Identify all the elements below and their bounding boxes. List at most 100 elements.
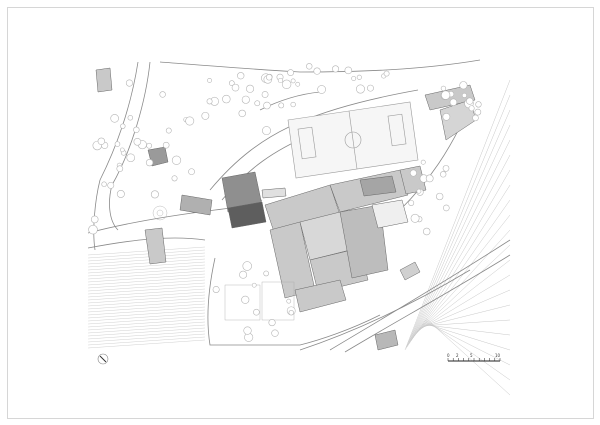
tree bbox=[472, 114, 479, 122]
tree bbox=[101, 181, 107, 187]
tree bbox=[420, 159, 426, 165]
tree bbox=[261, 91, 269, 98]
hatch-line bbox=[406, 109, 511, 348]
tree bbox=[126, 153, 136, 163]
tree bbox=[165, 127, 172, 134]
tree bbox=[239, 270, 248, 279]
tree bbox=[295, 81, 301, 87]
tree bbox=[116, 189, 125, 198]
tree bbox=[408, 199, 415, 206]
hatch-line bbox=[87, 249, 206, 259]
hatch-line bbox=[414, 229, 511, 336]
hatch-line bbox=[417, 274, 511, 331]
hatch-line bbox=[87, 255, 206, 265]
buildings bbox=[95, 67, 477, 351]
hatch-line bbox=[415, 244, 511, 334]
tree bbox=[416, 188, 422, 194]
north-arrow bbox=[97, 353, 109, 365]
hatch-line bbox=[404, 79, 511, 351]
tree bbox=[206, 98, 213, 105]
hatch-line bbox=[410, 169, 511, 342]
tree bbox=[133, 137, 142, 146]
tree bbox=[241, 95, 250, 104]
tree bbox=[243, 326, 252, 335]
tree bbox=[241, 295, 250, 304]
hatch-line bbox=[411, 184, 511, 340]
tree bbox=[332, 65, 340, 73]
tree bbox=[171, 175, 178, 182]
gardens bbox=[152, 205, 295, 321]
tree bbox=[201, 111, 210, 120]
hatch-line bbox=[87, 318, 206, 328]
hatch-line bbox=[87, 282, 206, 292]
tree bbox=[125, 79, 133, 87]
hatch-line bbox=[87, 294, 206, 304]
hatch-line bbox=[413, 214, 511, 337]
tree bbox=[188, 168, 195, 176]
tree bbox=[263, 101, 271, 110]
tree bbox=[271, 329, 279, 337]
tree bbox=[475, 101, 482, 108]
tree bbox=[287, 69, 294, 77]
tree bbox=[246, 84, 255, 93]
scale-label-2: 2 bbox=[456, 353, 459, 358]
hatch-line bbox=[87, 309, 206, 319]
hatch-line bbox=[87, 300, 206, 310]
scale-label-0: 0 bbox=[447, 353, 450, 358]
tree bbox=[162, 141, 170, 149]
hatch-line bbox=[87, 315, 206, 325]
tree bbox=[313, 67, 321, 75]
tree bbox=[242, 261, 252, 271]
tree bbox=[288, 310, 294, 316]
hatch-line bbox=[405, 94, 511, 349]
hatch-line bbox=[87, 246, 206, 256]
tree bbox=[90, 215, 99, 224]
tree bbox=[212, 286, 220, 293]
tree bbox=[238, 109, 246, 118]
tree bbox=[344, 66, 353, 75]
tree bbox=[262, 126, 271, 136]
tree bbox=[237, 72, 245, 80]
tree bbox=[355, 84, 365, 94]
tree bbox=[440, 85, 447, 92]
field-hatching-left bbox=[87, 246, 206, 349]
hatch-line bbox=[409, 154, 511, 343]
tree bbox=[435, 192, 444, 201]
hatch-line bbox=[87, 339, 206, 349]
sheet-border bbox=[7, 7, 594, 419]
tree bbox=[263, 270, 269, 277]
hatch-line bbox=[87, 306, 206, 316]
tree bbox=[422, 227, 431, 236]
tree bbox=[265, 74, 273, 81]
hatch-line bbox=[416, 259, 511, 333]
tree bbox=[268, 319, 276, 327]
trees bbox=[88, 63, 482, 342]
hatch-line bbox=[87, 252, 206, 262]
scale-label-5: 5 bbox=[470, 353, 473, 358]
tree bbox=[277, 77, 283, 84]
tree bbox=[410, 213, 420, 223]
tree bbox=[127, 115, 134, 121]
hatch-line bbox=[87, 333, 206, 343]
tree bbox=[440, 171, 447, 178]
hatch-line bbox=[87, 276, 206, 286]
hatch-line bbox=[412, 199, 511, 339]
tree bbox=[459, 81, 468, 90]
tree bbox=[120, 123, 126, 129]
sports-field bbox=[287, 101, 419, 179]
tree bbox=[317, 85, 326, 94]
tree bbox=[278, 102, 285, 109]
hatch-line bbox=[425, 318, 511, 396]
scale-label-10: 10 bbox=[495, 353, 501, 358]
tree bbox=[281, 79, 292, 90]
tree bbox=[383, 70, 390, 77]
tree bbox=[474, 108, 482, 116]
tree bbox=[88, 224, 98, 235]
tree bbox=[290, 78, 296, 84]
hatch-line bbox=[418, 289, 511, 330]
tree bbox=[351, 76, 357, 81]
tree bbox=[171, 155, 182, 165]
tree bbox=[145, 158, 154, 167]
hatch-line bbox=[87, 285, 206, 295]
tree bbox=[150, 190, 159, 199]
